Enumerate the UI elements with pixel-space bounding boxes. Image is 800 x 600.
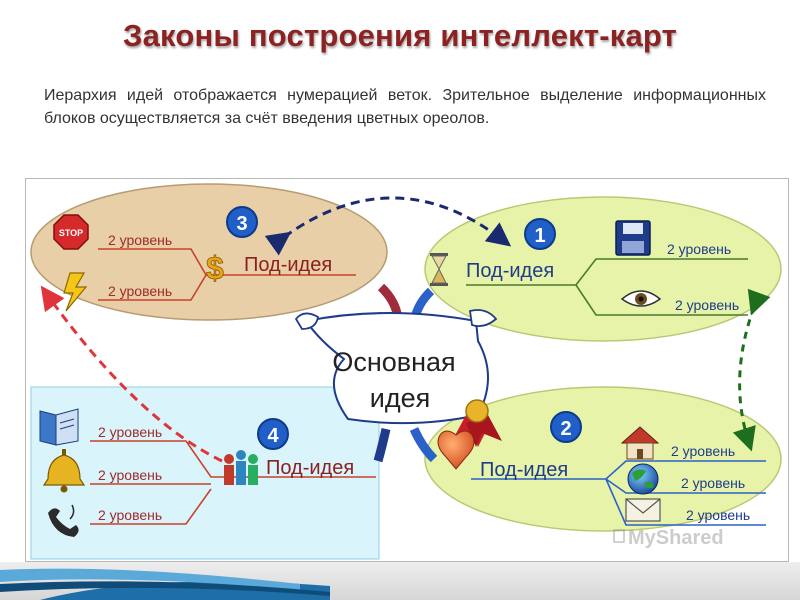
badge-2: 2 — [550, 411, 582, 443]
subidea-2-label: Под-идея — [480, 459, 568, 481]
watermark-logo: MyShared — [613, 527, 724, 549]
heart-icon — [437, 430, 475, 470]
level2-label-2a: 2 уровень — [671, 443, 735, 459]
subidea-4-label: Под-идея — [266, 457, 354, 479]
arrow-4-to-3 — [40, 285, 223, 463]
slide-footer — [0, 562, 800, 600]
arrow-3-to-1 — [264, 196, 512, 256]
svg-text:3: 3 — [236, 213, 247, 235]
mind-map-diagram: Основная идея 3 1 2 4 Под-идея Под-идея … — [30, 183, 782, 560]
halo-green-bottom — [424, 386, 782, 532]
stop-sign-icon: STOP — [53, 214, 89, 250]
ribbon-rosette-icon — [452, 399, 502, 447]
branches-3 — [98, 248, 356, 301]
level2-label-4c: 2 уровень — [98, 507, 162, 523]
globe-icon — [627, 463, 659, 495]
branches-2 — [471, 460, 766, 526]
watermark-text: MyShared — [628, 527, 724, 549]
dollar-icon: $ — [206, 250, 224, 286]
level2-label-1a: 2 уровень — [667, 241, 731, 257]
connector-4 — [373, 428, 391, 463]
book-icon — [39, 408, 79, 446]
subidea-1-label: Под-идея — [466, 260, 554, 282]
level2-label-4a: 2 уровень — [98, 424, 162, 440]
phone-icon — [48, 504, 79, 537]
mind-map-figure: Основная идея 3 1 2 4 Под-идея Под-идея … — [25, 178, 789, 562]
description-text: Иерархия идей отображается нумерацией ве… — [44, 87, 766, 127]
badge-3: 3 — [226, 206, 258, 238]
connector-2 — [409, 427, 438, 463]
level2-label-2b: 2 уровень — [681, 475, 745, 491]
page-title: Законы построения интеллект-карт — [122, 18, 678, 53]
people-icon — [224, 450, 258, 485]
eye-icon — [620, 290, 662, 307]
footer-wave-decoration — [0, 562, 330, 600]
svg-text:1: 1 — [534, 225, 545, 247]
halo-green-top — [424, 196, 782, 342]
level2-label-2c: 2 уровень — [686, 507, 750, 523]
central-idea-line2: идея — [370, 383, 430, 413]
bell-icon — [42, 449, 86, 493]
level2-label-4b: 2 уровень — [98, 467, 162, 483]
level2-label-1b: 2 уровень — [675, 297, 739, 313]
hourglass-icon — [430, 253, 448, 286]
arrow-1-to-2 — [732, 288, 771, 452]
svg-text:STOP: STOP — [59, 228, 83, 238]
svg-text:4: 4 — [267, 425, 279, 447]
subidea-3-label: Под-идея — [244, 254, 332, 276]
house-icon — [620, 426, 660, 460]
central-idea-line1: Основная — [332, 347, 455, 377]
level2-label-3b: 2 уровень — [108, 283, 172, 299]
lightning-icon — [63, 272, 88, 312]
central-scroll: Основная идея — [294, 309, 498, 425]
badge-4: 4 — [257, 418, 289, 450]
svg-text:2: 2 — [560, 418, 571, 440]
badge-1: 1 — [524, 218, 556, 250]
level2-label-3a: 2 уровень — [108, 232, 172, 248]
floppy-disk-icon — [615, 220, 651, 256]
branches-1 — [466, 258, 748, 316]
envelope-icon — [625, 498, 661, 522]
halo-cyan — [30, 386, 380, 560]
branches-4 — [90, 440, 376, 525]
